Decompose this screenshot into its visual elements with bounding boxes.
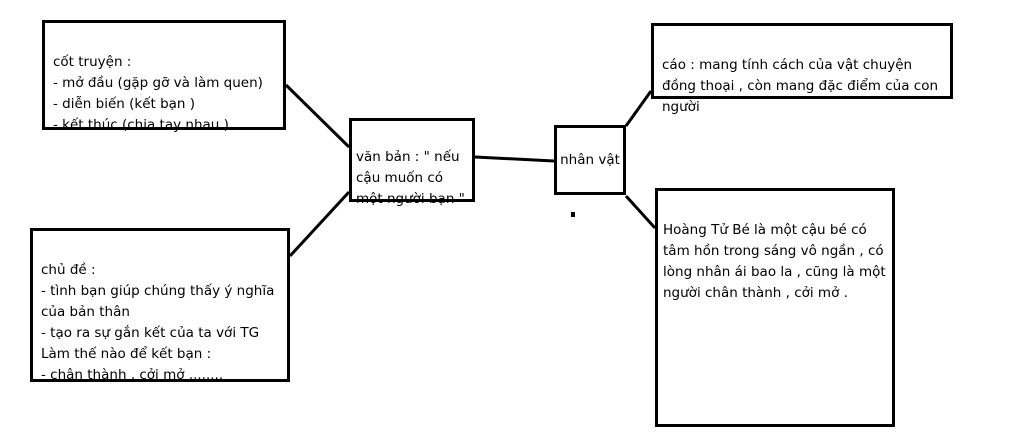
plot-box: cốt truyện : - mở đầu (gặp gỡ và làm que… [42,20,286,133]
character-box: nhân vật [554,125,626,195]
stray-dot [571,212,575,217]
connector-plot-center [284,83,351,149]
plot-text: cốt truyện : - mở đầu (gặp gỡ và làm que… [53,54,263,133]
fox-box: cáo : mang tính cách của vật chuyện đồng… [651,23,953,115]
fox-text: cáo : mang tính cách của vật chuyện đồng… [662,57,939,115]
connector-center-character [474,155,555,163]
theme-text: chủ đề : - tình bạn giúp chúng thấy ý ng… [41,262,275,383]
center-text-box: văn bản : " nếu cậu muốn có một người bạ… [349,118,475,207]
connector-theme-center [288,190,351,258]
center-text: văn bản : " nếu cậu muốn có một người bạ… [356,149,465,207]
little-prince-box: Hoàng Tử Bé là một cậu bé có tâm hồn tro… [655,188,895,427]
theme-box: chủ đề : - tình bạn giúp chúng thấy ý ng… [30,228,290,383]
character-text: nhân vật [560,151,620,168]
connector-character-prince [624,194,657,230]
connector-character-fox [624,90,653,127]
little-prince-text: Hoàng Tử Bé là một cậu bé có tâm hồn tro… [663,222,886,301]
